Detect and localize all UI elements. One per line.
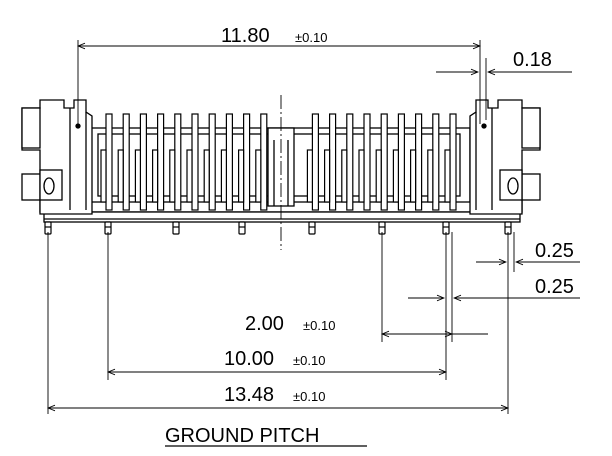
solder-pin bbox=[378, 221, 386, 235]
svg-text:11.80: 11.80 bbox=[221, 25, 270, 47]
left-mounting-shell bbox=[21, 99, 93, 215]
svg-text:±0.10: ±0.10 bbox=[303, 318, 335, 333]
dimension-lines bbox=[48, 46, 580, 408]
svg-text:10.00: 10.00 bbox=[224, 348, 274, 370]
contact bbox=[324, 113, 337, 211]
svg-text:0.25: 0.25 bbox=[535, 276, 574, 298]
svg-text:±0.10: ±0.10 bbox=[295, 30, 327, 45]
svg-text:13.48: 13.48 bbox=[224, 384, 274, 406]
svg-text:±0.10: ±0.10 bbox=[293, 389, 325, 404]
contact bbox=[341, 113, 354, 211]
contact bbox=[427, 113, 440, 211]
contact bbox=[203, 113, 216, 211]
svg-text:±0.10: ±0.10 bbox=[293, 353, 325, 368]
contact bbox=[358, 113, 371, 211]
dim-0-25-top: 0.25 bbox=[535, 240, 574, 262]
contact bbox=[100, 113, 113, 211]
svg-text:2.00: 2.00 bbox=[245, 313, 284, 335]
solder-pin bbox=[308, 221, 316, 235]
contact bbox=[152, 113, 165, 211]
contact bbox=[238, 113, 251, 211]
dim-0-25-bottom: 0.25 bbox=[535, 276, 574, 298]
contact-comb bbox=[100, 113, 457, 211]
dim-13-48: 13.48 ±0.10 bbox=[224, 384, 325, 406]
svg-text:0.18: 0.18 bbox=[513, 49, 552, 71]
dim-10-00: 10.00 ±0.10 bbox=[224, 348, 325, 370]
contact bbox=[306, 113, 319, 211]
contact bbox=[117, 113, 130, 211]
solder-pin bbox=[44, 221, 52, 235]
extension-lines bbox=[47, 40, 515, 414]
solder-pins bbox=[44, 221, 512, 235]
dim-11-80: 11.80 ±0.10 bbox=[221, 25, 327, 47]
dim-2-00: 2.00 ±0.10 bbox=[245, 313, 335, 335]
right-mounting-shell bbox=[469, 99, 541, 215]
solder-pin bbox=[172, 221, 180, 235]
dim-0-18: 0.18 bbox=[513, 49, 552, 71]
svg-text:0.25: 0.25 bbox=[535, 240, 574, 262]
contact bbox=[255, 113, 268, 211]
caption-ground-pitch: GROUND PITCH bbox=[165, 425, 319, 447]
contact bbox=[375, 113, 388, 211]
contact bbox=[410, 113, 423, 211]
contact bbox=[186, 113, 199, 211]
contact bbox=[220, 113, 233, 211]
contact bbox=[444, 113, 457, 211]
solder-pin bbox=[238, 221, 246, 235]
contact bbox=[134, 113, 147, 211]
contact bbox=[392, 113, 405, 211]
contact bbox=[169, 113, 182, 211]
